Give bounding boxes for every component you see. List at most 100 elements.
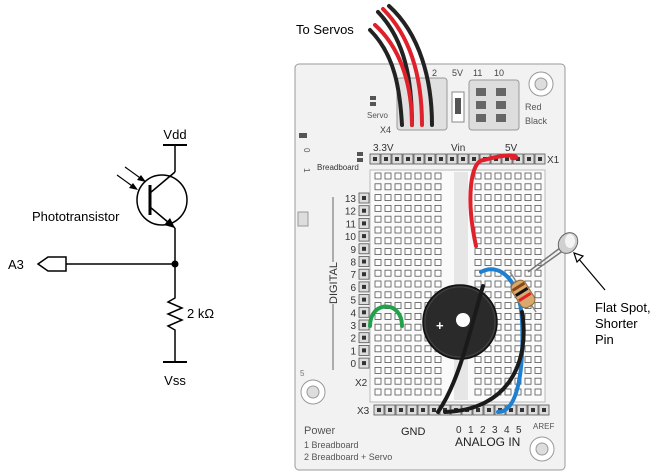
header-33v-label: 3.3V [373, 143, 394, 154]
breadboard-hole [374, 323, 382, 331]
breadboard-hole [524, 194, 532, 202]
breadboard-hole [414, 388, 422, 396]
breadboard-hole [534, 312, 542, 320]
breadboard-hole [484, 172, 492, 180]
breadboard-hole [404, 302, 412, 310]
breadboard-hole [484, 280, 492, 288]
breadboard-hole [424, 172, 432, 180]
breadboard-hole [434, 204, 442, 212]
breadboard-hole [424, 388, 432, 396]
breadboard-hole [474, 226, 482, 234]
breadboard-hole [534, 226, 542, 234]
breadboard-hole [484, 258, 492, 266]
breadboard-hole [534, 388, 542, 396]
breadboard-hole [374, 269, 382, 277]
jumper-wires [368, 153, 526, 414]
breadboard-hole [524, 334, 532, 342]
breadboard-hole [494, 248, 502, 256]
breadboard-hole [504, 183, 512, 191]
breadboard-hole [534, 269, 542, 277]
breadboard-hole [414, 334, 422, 342]
digital-pin-number: 0 [350, 359, 356, 370]
breadboard-hole [524, 388, 532, 396]
breadboard-hole [414, 312, 422, 320]
breadboard-hole [414, 204, 422, 212]
breadboard-hole [384, 334, 392, 342]
breadboard-hole [394, 345, 402, 353]
breadboard-hole [414, 366, 422, 374]
breadboard-hole [374, 183, 382, 191]
input-port-symbol [36, 256, 67, 272]
breadboard-hole [374, 388, 382, 396]
breadboard-hole [534, 204, 542, 212]
piezo-buzzer: + [422, 284, 498, 360]
breadboard-hole [514, 183, 522, 191]
breadboard-hole [394, 291, 402, 299]
breadboard-hole [504, 204, 512, 212]
input-label: A3 [8, 257, 24, 272]
header-vin-label: Vin [451, 143, 465, 154]
breadboard-hole [374, 204, 382, 212]
breadboard-hole [534, 334, 542, 342]
breadboard-hole [424, 269, 432, 277]
flat-spot-arrow [573, 252, 606, 291]
breadboard-hole [404, 258, 412, 266]
breadboard-hole [394, 194, 402, 202]
digital-pin-number: 8 [350, 258, 356, 269]
breadboard-hole [504, 215, 512, 223]
breadboard-hole [494, 291, 502, 299]
breadboard-hole [504, 345, 512, 353]
breadboard-hole [524, 345, 532, 353]
servo-5v-label: 5V [452, 68, 463, 78]
breadboard-hole [394, 226, 402, 234]
bottom-header [373, 404, 550, 416]
breadboard-hole [424, 194, 432, 202]
breadboard-hole [404, 388, 412, 396]
breadboard-hole [384, 237, 392, 245]
breadboard-hole [474, 280, 482, 288]
breadboard-hole [384, 226, 392, 234]
breadboard-hole [514, 204, 522, 212]
breadboard-hole [434, 183, 442, 191]
breadboard-hole [384, 291, 392, 299]
breadboard-hole [494, 183, 502, 191]
breadboard-hole [394, 269, 402, 277]
breadboard-hole [374, 345, 382, 353]
breadboard-hole [524, 248, 532, 256]
phototransistor-label: Phototransistor [32, 209, 120, 224]
breadboard-hole [474, 258, 482, 266]
breadboard-hole [394, 377, 402, 385]
breadboard-hole [484, 226, 492, 234]
breadboard-hole [394, 366, 402, 374]
breadboard-hole [514, 269, 522, 277]
breadboard-hole [494, 356, 502, 364]
breadboard-hole [474, 377, 482, 385]
breadboard-hole [424, 377, 432, 385]
breadboard-hole [424, 248, 432, 256]
breadboard-hole [374, 356, 382, 364]
power-switch [297, 211, 309, 227]
digital-pin-number: 13 [345, 194, 357, 205]
breadboard-hole [374, 248, 382, 256]
breadboard-hole [414, 194, 422, 202]
breadboard-hole [424, 226, 432, 234]
breadboard-hole [424, 366, 432, 374]
breadboard-hole [394, 248, 402, 256]
breadboard-hole [394, 280, 402, 288]
breadboard-hole [424, 215, 432, 223]
breadboard-hole [374, 280, 382, 288]
digital-pin-number: 7 [350, 270, 356, 281]
breadboard-hole [424, 345, 432, 353]
breadboard-hole [514, 237, 522, 245]
black-label: Black [525, 116, 548, 126]
breadboard-hole [474, 194, 482, 202]
breadboard-hole [534, 194, 542, 202]
breadboard-hole [484, 215, 492, 223]
breadboard-hole [494, 226, 502, 234]
breadboard-hole [524, 323, 532, 331]
breadboard-hole [404, 312, 412, 320]
breadboard-hole [524, 312, 532, 320]
breadboard-hole [504, 302, 512, 310]
breadboard-hole [474, 172, 482, 180]
breadboard-hole [504, 258, 512, 266]
